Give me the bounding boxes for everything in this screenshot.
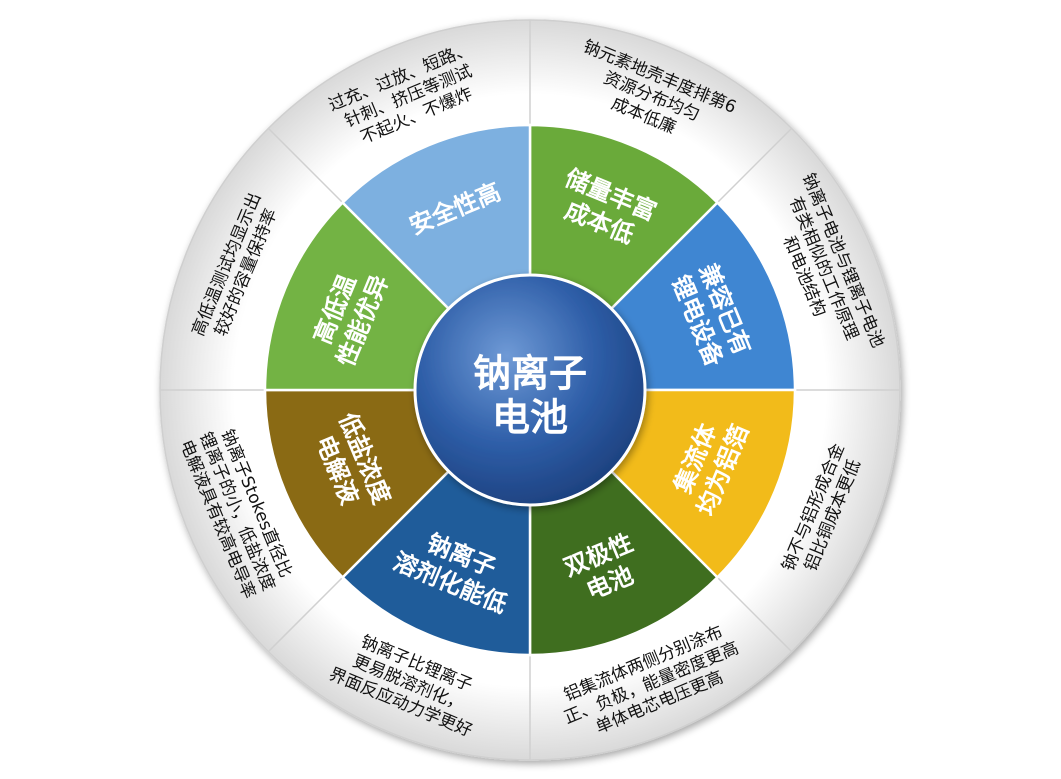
outer-divider-line — [716, 127, 793, 204]
outer-divider-line — [267, 576, 344, 653]
center-hub — [413, 273, 647, 507]
outer-divider-line — [267, 127, 344, 204]
center-title-line-2: 电池 — [492, 396, 568, 440]
center-title-line-1: 钠离子 — [473, 352, 587, 396]
outer-ring-dividers — [160, 20, 900, 760]
outer-divider-line — [716, 576, 793, 653]
inner-sectors — [263, 123, 797, 657]
outer-descriptions: 钠元素地壳丰度排第6资源分布均匀成本低廉钠离子电池与锂离子电池有类相似的工作原理… — [175, 37, 887, 742]
